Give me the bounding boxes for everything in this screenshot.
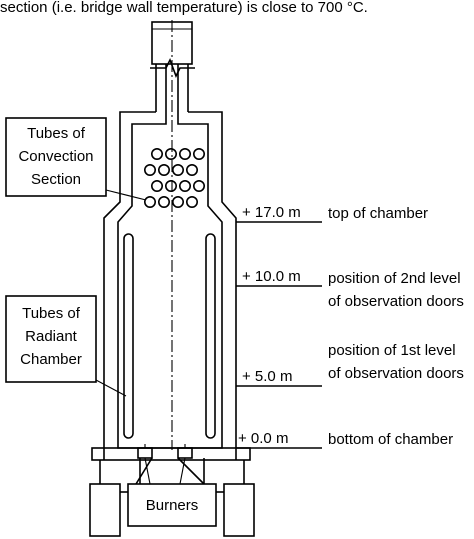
- convection-tube: [158, 164, 171, 177]
- radiant-callout-line-1: Tubes of: [22, 305, 81, 322]
- elevation-description: of observation doors: [328, 293, 464, 310]
- furnace-base: [89, 447, 255, 537]
- elevation-level: + 10.0 m position of 2nd level of observat…: [236, 268, 464, 310]
- radiant-callout-line-2: Radiant: [25, 328, 78, 345]
- convection-tubes: [144, 148, 206, 209]
- convection-tube: [179, 180, 192, 193]
- radiant-callout-line-3: Chamber: [20, 351, 82, 368]
- convection-callout: Tubes of Convection Section: [5, 117, 147, 201]
- elevation-label: + 0.0 m: [238, 430, 288, 447]
- convection-tube: [151, 148, 164, 161]
- convection-tube: [193, 148, 206, 161]
- elevation-description: position of 1st level: [328, 342, 456, 359]
- convection-tube: [186, 164, 199, 177]
- burner-assembly: [135, 444, 205, 485]
- elevation-label: + 17.0 m: [242, 204, 301, 221]
- elevation-level: + 5.0 m position of 1st level of observati…: [236, 342, 464, 387]
- convection-tube: [158, 196, 171, 209]
- convection-callout-line-3: Section: [31, 171, 81, 188]
- convection-tube: [172, 164, 185, 177]
- convection-tube: [165, 180, 178, 193]
- elevation-levels: + 17.0 m top of chamber + 10.0 m position o…: [236, 204, 464, 449]
- convection-tube: [179, 148, 192, 161]
- burners-label: Burners: [146, 497, 199, 514]
- convection-tube: [151, 180, 164, 193]
- burners-box: [127, 483, 217, 527]
- elevation-description: bottom of chamber: [328, 431, 453, 448]
- elevation-level: + 0.0 m bottom of chamber: [236, 430, 453, 449]
- elevation-description: position of 2nd level: [328, 270, 461, 287]
- convection-tube: [172, 196, 185, 209]
- convection-tube: [186, 196, 199, 209]
- elevation-description: of observation doors: [328, 365, 464, 382]
- convection-callout-line-1: Tubes of: [27, 125, 86, 142]
- convection-tube: [144, 164, 157, 177]
- radiant-tubes: [123, 233, 216, 439]
- convection-tube: [193, 180, 206, 193]
- elevation-description: top of chamber: [328, 205, 428, 222]
- caption-fragment: section (i.e. bridge wall temperature) i…: [0, 0, 368, 16]
- convection-callout-line-2: Convection: [18, 148, 93, 165]
- radiant-callout: Tubes of Radiant Chamber: [5, 295, 127, 397]
- convection-tube: [144, 196, 157, 209]
- elevation-level: + 17.0 m top of chamber: [236, 204, 428, 223]
- elevation-label: + 5.0 m: [242, 368, 292, 385]
- convection-tube: [165, 148, 178, 161]
- elevation-label: + 10.0 m: [242, 268, 301, 285]
